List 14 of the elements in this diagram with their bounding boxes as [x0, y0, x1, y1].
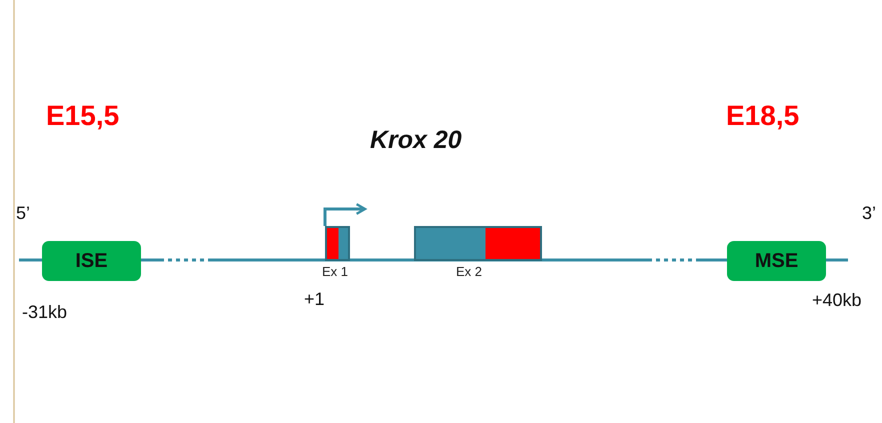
strand-end-label: 3’ [862, 203, 876, 224]
exon-label: Ex 1 [322, 264, 348, 279]
stage-label: E15,5 [46, 100, 120, 132]
position-label: -31kb [22, 302, 68, 323]
exon-label: Ex 2 [456, 264, 482, 279]
position-label: +40kb [812, 290, 862, 311]
exon-box [325, 226, 350, 261]
regulatory-element-box: MSE [727, 241, 826, 281]
strand-end-label: 5’ [16, 203, 30, 224]
regulatory-element-box: ISE [42, 241, 141, 281]
gene-title: Krox 20 [370, 126, 462, 155]
stage-label: E18,5 [726, 100, 800, 132]
position-label: +1 [304, 289, 325, 310]
exon-box [414, 226, 542, 261]
